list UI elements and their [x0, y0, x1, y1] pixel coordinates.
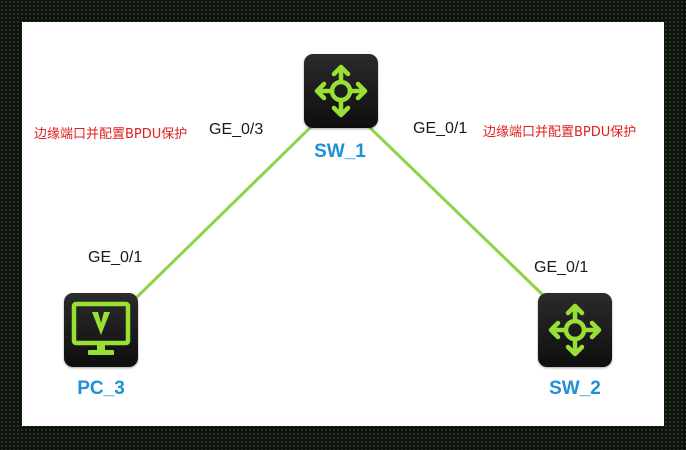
edge-port-note-right: 边缘端口并配置BPDU保护 [483, 125, 637, 140]
switch-icon [548, 303, 602, 357]
link-sw1-pc3 [134, 118, 320, 300]
monitor-icon [71, 301, 131, 355]
sw2-device[interactable] [538, 293, 612, 367]
port-label-pc3: GE_0/1 [88, 249, 143, 266]
port-label-sw1-right: GE_0/1 [413, 120, 468, 137]
switch-icon [314, 64, 368, 118]
pc3-device[interactable] [64, 293, 138, 367]
pc3-label: PC_3 [77, 378, 125, 399]
port-label-sw2: GE_0/1 [534, 259, 589, 276]
link-sw1-sw2 [360, 118, 548, 300]
port-label-sw1-left: GE_0/3 [209, 121, 264, 138]
sw1-device[interactable] [304, 54, 378, 128]
edge-port-note-left: 边缘端口并配置BPDU保护 [34, 127, 188, 142]
sw1-label: SW_1 [314, 141, 366, 162]
sw2-label: SW_2 [549, 378, 601, 399]
